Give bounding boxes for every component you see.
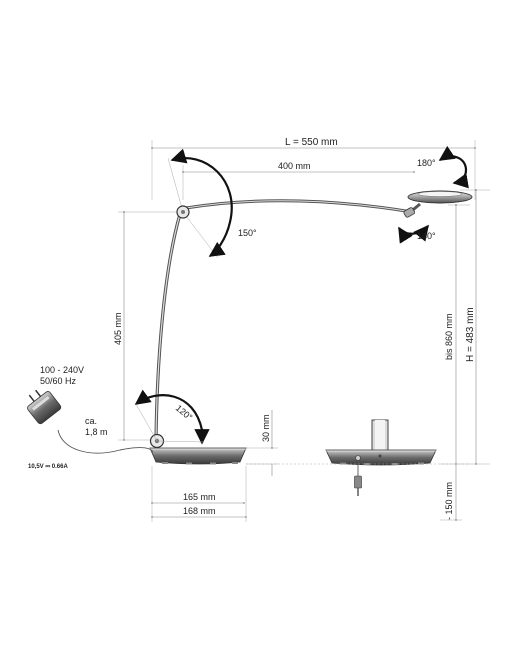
power-adapter: 100 - 240V 50/60 Hz ca. 1,8 m 10,5V ⎓ 0.…: [27, 365, 154, 470]
dimension-arm-length: 400 mm: [182, 161, 415, 200]
dimension-max-height: bis 860 mm: [444, 204, 470, 465]
lamp-front-view: [325, 419, 437, 496]
rotation-base-label: 120°: [174, 403, 195, 423]
base-width-outer-label: 168 mm: [183, 506, 216, 516]
arm-length-label: 400 mm: [278, 161, 311, 171]
dimension-below-table: - 150 mm: [440, 464, 462, 521]
rotation-head-label: 180°: [417, 158, 436, 168]
rotation-joint-label: 150°: [238, 228, 257, 238]
output-rating-label: 10,5V ⎓ 0.66A: [28, 464, 68, 470]
voltage-label: 100 - 240V: [40, 365, 84, 375]
power-cable: [57, 429, 154, 454]
max-height-label: bis 860 mm: [444, 313, 454, 360]
below-table-label: - 150 mm: [444, 482, 454, 520]
dimension-lower-arm: 405 mm: [113, 211, 178, 441]
rotation-head-tilt-arrow: 140°: [398, 224, 436, 244]
cable-prefix-label: ca.: [85, 416, 97, 426]
dimension-total-height: H = 483 mm: [440, 189, 490, 465]
rotation-head-tilt-label: 140°: [417, 231, 436, 241]
front-view-plug: [354, 475, 362, 489]
total-height-label: H = 483 mm: [465, 307, 476, 362]
dimension-total-length: L = 550 mm: [151, 137, 476, 200]
dimension-base-height: 30 mm: [246, 410, 278, 476]
head-hinge: [403, 207, 415, 218]
base-width-inner-label: 165 mm: [183, 492, 216, 502]
front-view-base: [325, 449, 437, 466]
base-height-label: 30 mm: [261, 414, 271, 442]
rotation-base-arrow: 120°: [134, 389, 210, 445]
frequency-label: 50/60 Hz: [40, 376, 77, 386]
lamp-base: [149, 447, 247, 465]
dimension-base-width: 165 mm 168 mm: [151, 466, 247, 522]
total-length-label: L = 550 mm: [285, 137, 338, 148]
upper-arm: [185, 199, 413, 214]
rotation-joint-arrow: 150°: [170, 148, 257, 257]
rotation-head-arrow: 180°: [417, 145, 469, 189]
lower-arm-label: 405 mm: [113, 312, 123, 345]
cable-length-label: 1,8 m: [85, 427, 108, 437]
